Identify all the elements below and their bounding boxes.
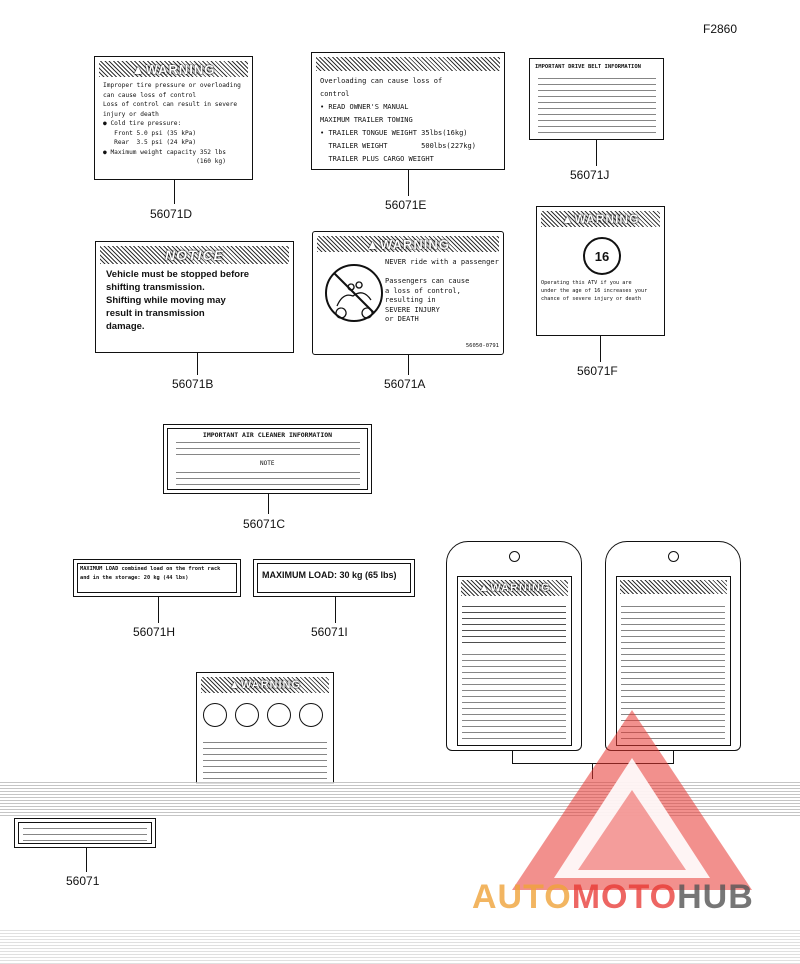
notice-header: NOTICE [100, 246, 289, 264]
label-j-title: IMPORTANT DRIVE BELT INFORMATION [535, 64, 641, 70]
hang-tag-warning: ▲ WARNING [446, 541, 582, 751]
label-56071h: MAXIMUM LOAD combined load on the front … [73, 559, 241, 597]
illustrations [462, 601, 566, 643]
fine-print [621, 603, 725, 739]
leader-line [408, 170, 409, 196]
part-56071c[interactable]: 56071C [243, 517, 286, 531]
pattern-header [316, 57, 500, 71]
label-b-text: Vehicle must be stopped before shifting … [106, 269, 250, 332]
label-56071e: Overloading can cause loss of control • … [311, 52, 505, 170]
leader-line [335, 597, 336, 623]
part-56071b[interactable]: 56071B [172, 377, 214, 391]
label-56071-warning: ▲ WARNING [196, 672, 334, 784]
fine-print [462, 651, 566, 739]
leader-line [600, 336, 601, 362]
label-h-text: MAXIMUM LOAD combined load on the front … [80, 566, 221, 581]
fine-print [203, 737, 327, 779]
label-a-code: 56050-0791 [465, 343, 499, 349]
label-c-note: NOTE [260, 460, 275, 467]
leader-line [596, 140, 597, 166]
label-56071b: NOTICE Vehicle must be stopped before sh… [95, 241, 294, 353]
leader-line [158, 597, 159, 623]
tag-hole [509, 551, 520, 562]
leader-line [197, 353, 198, 375]
label-56071j: IMPORTANT DRIVE BELT INFORMATION [529, 58, 664, 140]
warning-header: ▲ WARNING [99, 61, 248, 77]
diagram-code: F2860 [703, 22, 738, 36]
part-56071d[interactable]: 56071D [150, 207, 193, 221]
label-d-text: Improper tire pressure or overloading ca… [103, 82, 241, 165]
fine-print [23, 825, 147, 841]
part-56071e[interactable]: 56071E [385, 198, 427, 212]
part-56071i[interactable]: 56071I [311, 625, 348, 639]
label-i-text: MAXIMUM LOAD: 30 kg (65 lbs) [262, 570, 397, 580]
label-56071f: ▲ WARNING 16 Operating this ATV if you a… [536, 206, 665, 336]
label-56071d: ▲ WARNING Improper tire pressure or over… [94, 56, 253, 180]
label-56071c: IMPORTANT AIR CLEANER INFORMATION NOTE [163, 424, 372, 494]
leader-line [174, 180, 175, 204]
part-56071h[interactable]: 56071H [133, 625, 176, 639]
leader-line [268, 494, 269, 514]
scan-noise-band [0, 930, 800, 964]
automotohub-logo-icon [512, 710, 752, 890]
label-56071a: ▲ WARNING NEVER ride with a passenger Pa… [312, 231, 504, 355]
tag-hole [668, 551, 679, 562]
illustration-icons [203, 703, 323, 727]
label-56071i: MAXIMUM LOAD: 30 kg (65 lbs) [253, 559, 415, 597]
tag-bracket [512, 751, 674, 764]
hang-tag-info [605, 541, 741, 751]
label-56071-small [14, 818, 156, 848]
leader-line [86, 848, 87, 872]
age-badge-text: 16 [594, 248, 610, 264]
leader-line [408, 355, 409, 375]
watermark-text: AUTOMOTOHUB [472, 878, 754, 917]
part-56071f[interactable]: 56071F [577, 364, 618, 378]
part-56071a[interactable]: 56071A [384, 377, 426, 391]
warning-header: ▲ WARNING [317, 236, 499, 252]
pattern-header [620, 580, 727, 594]
fine-print [538, 75, 656, 133]
no-passenger-icon [325, 264, 383, 322]
warning-header: ▲ WARNING [461, 580, 568, 596]
label-f-text: Operating this ATV if you are under the … [541, 280, 648, 302]
watermark-hub: HUB [677, 878, 754, 916]
part-56071[interactable]: 56071 [66, 874, 100, 888]
watermark-auto: AUTO [472, 878, 572, 916]
warning-header: ▲ WARNING [201, 677, 329, 693]
fine-print [176, 471, 360, 485]
part-56071j[interactable]: 56071J [570, 168, 610, 182]
watermark-moto: MOTO [571, 878, 678, 916]
fine-print [176, 441, 360, 455]
label-e-text: Overloading can cause loss of control • … [320, 77, 476, 163]
age-badge-icon: 16 [583, 237, 621, 275]
warning-header: ▲ WARNING [541, 211, 660, 227]
label-a-text: NEVER ride with a passenger Passengers c… [385, 258, 499, 323]
label-c-title: IMPORTANT AIR CLEANER INFORMATION [202, 431, 333, 439]
